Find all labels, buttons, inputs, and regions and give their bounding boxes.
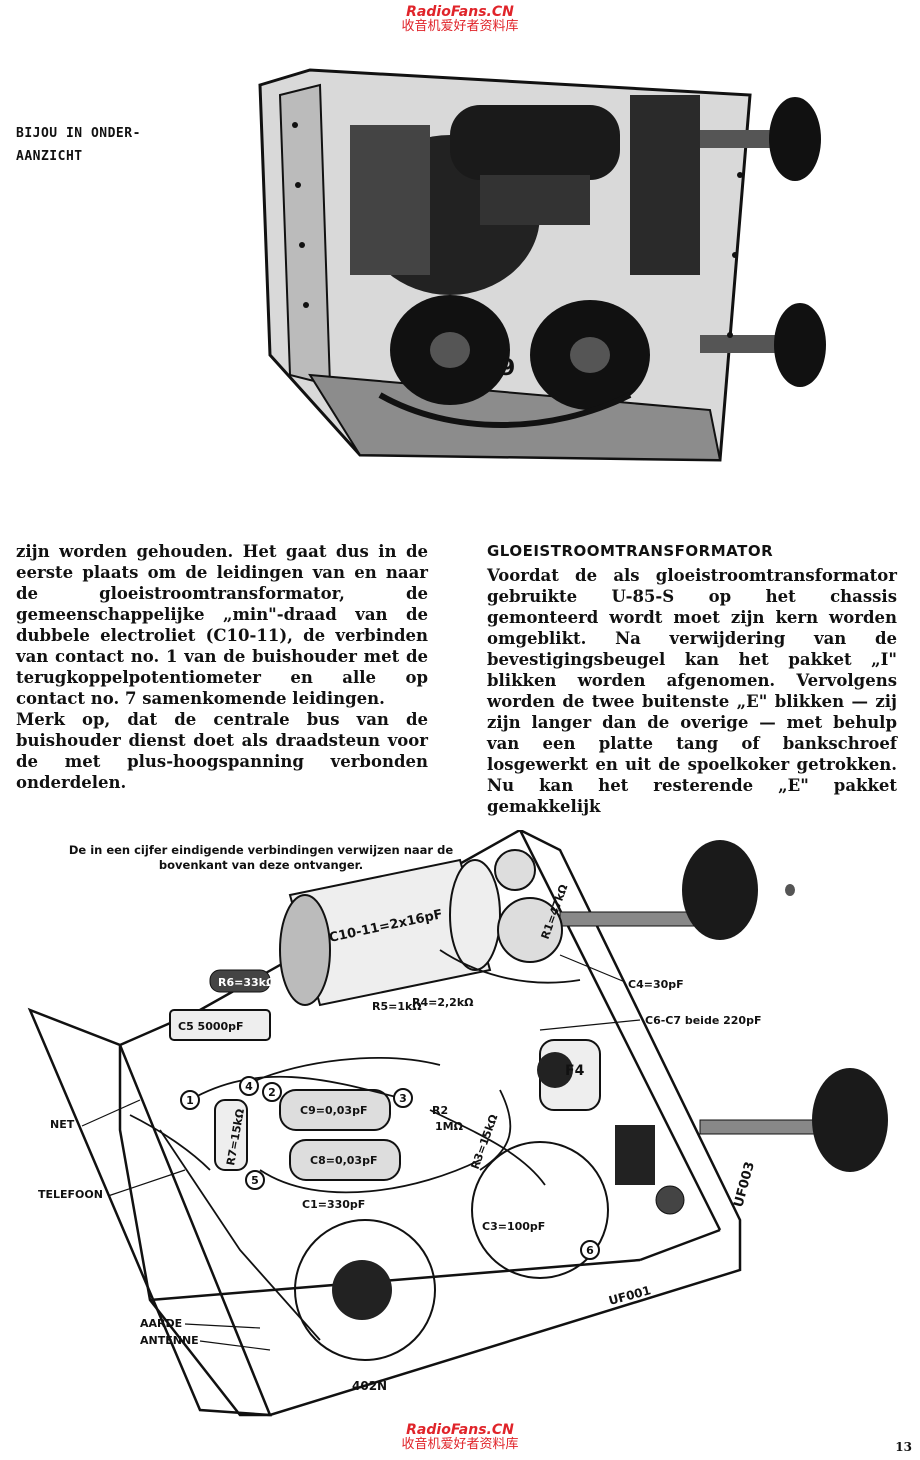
- node-2: 2: [268, 1086, 276, 1099]
- watermark-chinese: 收音机爱好者资料库: [401, 19, 519, 35]
- label-telefoon: TELEFOON: [38, 1188, 103, 1201]
- node-3: 3: [399, 1092, 407, 1105]
- right-column: GLOEISTROOMTRANSFORMATOR Voordat de als …: [487, 541, 897, 817]
- watermark-chinese-bottom: 收音机爱好者资料库: [401, 1437, 519, 1453]
- diagram-note: De in een cijfer eindigende verbindingen…: [68, 843, 454, 872]
- label-r4: R4=2,2kΩ: [412, 996, 474, 1009]
- label-r2: R2: [432, 1104, 448, 1117]
- left-paragraph-1: zijn worden gehouden. Het gaat dus in de…: [16, 542, 428, 708]
- label-c4: C4=30pF: [628, 978, 684, 991]
- label-c3: C3=100pF: [482, 1220, 545, 1233]
- label-r5: R5=1kΩ: [372, 1000, 422, 1013]
- photo-label: 9: [500, 356, 515, 381]
- label-net: NET: [50, 1118, 75, 1131]
- chassis-photo: 9: [258, 68, 826, 462]
- node-5: 5: [251, 1174, 259, 1187]
- label-c9: C9=0,03pF: [300, 1104, 367, 1117]
- watermark-top: RadioFans.CN 收音机爱好者资料库: [0, 4, 920, 35]
- right-paragraph: Voordat de als gloeistroomtransformator …: [487, 566, 897, 816]
- wiring-diagram: 1 2 3 4 5 6 R6=33kΩ C5 5000pF C10-11=2x1…: [27, 830, 888, 1417]
- label-c6c7: C6-C7 beide 220pF: [645, 1014, 761, 1027]
- label-antenne: ANTENNE: [140, 1334, 199, 1347]
- page-number: 13: [895, 1440, 912, 1454]
- label-uf003: UF003: [731, 1160, 758, 1209]
- photo-caption: BIJOU IN ONDER- AANZICHT: [16, 122, 206, 168]
- watermark-bottom: RadioFans.CN 收音机爱好者资料库: [0, 1422, 920, 1453]
- photo-caption-line1: BIJOU IN ONDER-: [16, 126, 141, 141]
- section-heading: GLOEISTROOMTRANSFORMATOR: [487, 542, 774, 560]
- label-r3: R3=15kΩ: [469, 1112, 501, 1171]
- label-r2-value: 1MΩ: [435, 1120, 464, 1133]
- label-c5: C5 5000pF: [178, 1020, 244, 1033]
- label-c8: C8=0,03pF: [310, 1154, 377, 1167]
- watermark-site: RadioFans.CN: [406, 4, 514, 20]
- label-aarde: AARDE: [140, 1317, 182, 1330]
- label-r6: R6=33kΩ: [218, 976, 276, 989]
- label-f4: F4: [565, 1063, 585, 1079]
- node-4: 4: [245, 1080, 253, 1093]
- node-1: 1: [186, 1094, 194, 1107]
- watermark-site-bottom: RadioFans.CN: [406, 1422, 514, 1438]
- left-paragraph-2: Merk op, dat de centrale bus van de buis…: [16, 710, 428, 792]
- photo-caption-line2: AANZICHT: [16, 149, 83, 164]
- node-6: 6: [586, 1244, 594, 1257]
- label-c1: C1=330pF: [302, 1198, 365, 1211]
- label-tube: 402N: [352, 1379, 387, 1393]
- left-column: zijn worden gehouden. Het gaat dus in de…: [16, 541, 428, 793]
